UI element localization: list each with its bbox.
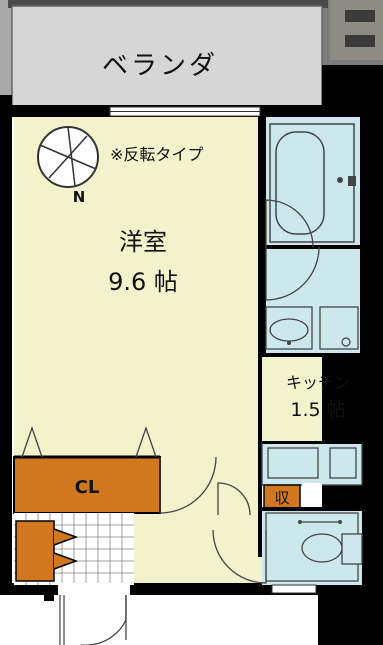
washbasin-icon [265,306,313,350]
balcony-label: ベランダ [102,51,218,81]
compass-icon: N [37,126,99,206]
door-swing-icon [217,482,251,516]
kitchen: キッチン 1.5 帖 [261,373,363,505]
balcony-window [109,106,261,117]
kitchen-area [262,355,322,445]
balcony: ベランダ [11,5,323,109]
flip-type-note: ※反転タイプ [110,145,203,164]
kitchen-size: 1.5 帖 [290,399,345,421]
sink-icon [267,447,319,479]
door-swing-icon [265,246,320,301]
storage-label: 収 [274,489,289,507]
partition-wall [258,117,262,557]
storage: 収 [263,484,301,510]
western-room-size: 9.6 帖 [108,268,178,296]
door-swing-icon [212,529,267,584]
exterior-background [0,0,383,95]
toilet-room [212,507,363,585]
closet-label: CL [75,477,100,498]
kitchen-label: キッチン [286,373,350,392]
door-swing-icon [159,456,217,514]
entrance-door [58,583,130,645]
western-room-label: 洋室 [119,228,167,256]
door-swing-icon [81,595,127,645]
shoe-cabinet [15,520,79,582]
bathtub-icon [269,123,356,243]
north-arrow-icon: N [73,188,86,206]
door-swing-icon [265,199,314,248]
washing-machine-pan-icon [319,306,359,350]
toilet-icon [301,533,363,565]
